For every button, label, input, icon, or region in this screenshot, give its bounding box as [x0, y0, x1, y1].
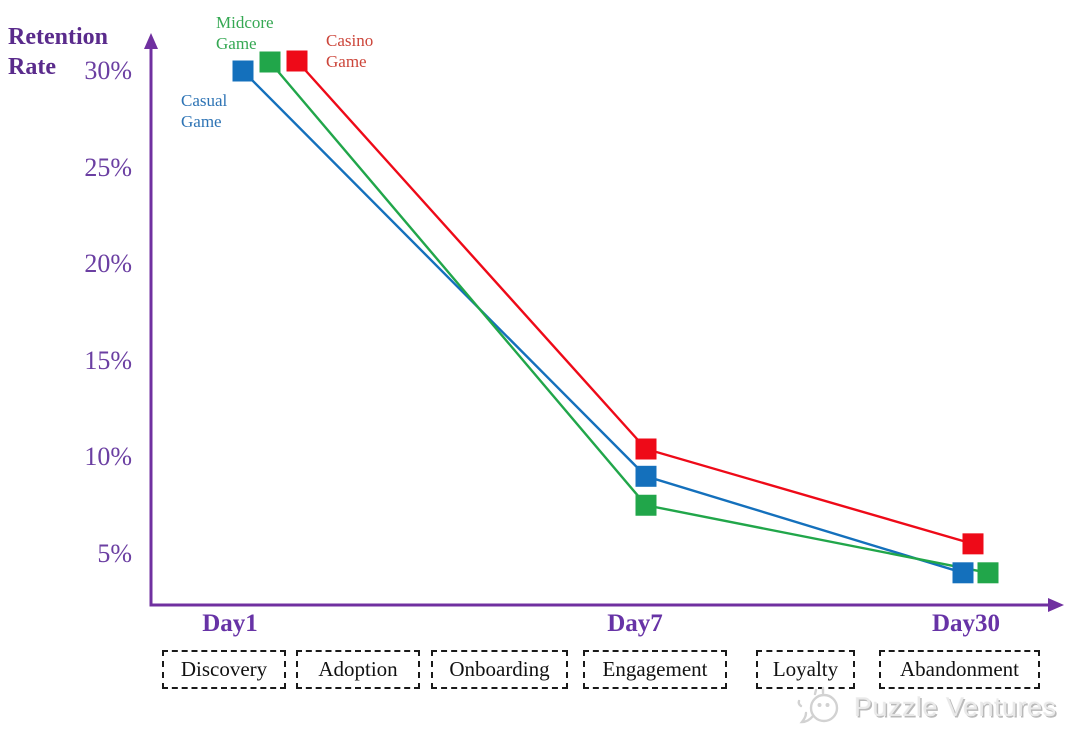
y-tick-label: 30%: [84, 56, 132, 85]
series-line-casino-game: [296, 60, 974, 546]
y-tick-label: 5%: [97, 538, 132, 568]
stage-label: Onboarding: [449, 657, 550, 681]
series-label-casino-game: Casino Game: [326, 31, 374, 71]
data-point-marker-casino-game: [286, 50, 308, 72]
stage-label: Discovery: [180, 657, 268, 681]
data-point-marker-midcore-game: [977, 562, 999, 584]
data-point-marker-midcore-game: [259, 51, 281, 73]
stage-box-adoption: Adoption: [296, 650, 420, 689]
stage-label: Adoption: [318, 657, 398, 681]
data-point-marker-casual-game: [635, 465, 657, 487]
y-tick-label: 25%: [84, 152, 132, 182]
stage-box-onboarding: Onboarding: [431, 650, 568, 689]
x-axis-label-day30: Day30: [931, 610, 1001, 637]
data-point-marker-casino-game: [962, 533, 984, 555]
series-label-midcore-game: Midcore Game: [216, 13, 274, 53]
watermark: Puzzle Ventures: [796, 684, 1057, 730]
data-point-marker-casual-game: [232, 60, 254, 82]
stage-box-engagement: Engagement: [583, 650, 727, 689]
data-point-marker-midcore-game: [635, 494, 657, 516]
stage-box-abandonment: Abandonment: [879, 650, 1040, 689]
data-point-marker-casual-game: [952, 562, 974, 584]
y-axis-title: Retention Rate: [8, 24, 108, 80]
stage-box-discovery: Discovery: [162, 650, 286, 689]
stage-label: Abandonment: [900, 657, 1019, 681]
x-axis-label-day1: Day1: [202, 610, 258, 637]
y-tick-label: 20%: [84, 249, 132, 278]
series-line-midcore-game: [269, 61, 989, 574]
data-point-marker-casino-game: [635, 438, 657, 460]
x-axis-arrowhead: [1048, 598, 1064, 612]
watermark-text: Puzzle Ventures: [854, 691, 1057, 722]
x-axis-label-day7: Day7: [607, 610, 663, 637]
y-axis-arrowhead: [144, 33, 158, 49]
stage-label: Engagement: [602, 657, 708, 681]
puzzle-ventures-logo-icon: [797, 686, 839, 724]
series-line-casual-game: [242, 70, 964, 574]
series-label-casual-game: Casual Game: [181, 91, 228, 131]
y-tick-label: 10%: [84, 442, 132, 471]
stage-label: Loyalty: [772, 657, 839, 681]
stage-box-loyalty: Loyalty: [756, 650, 855, 689]
y-tick-label: 15%: [84, 345, 132, 375]
